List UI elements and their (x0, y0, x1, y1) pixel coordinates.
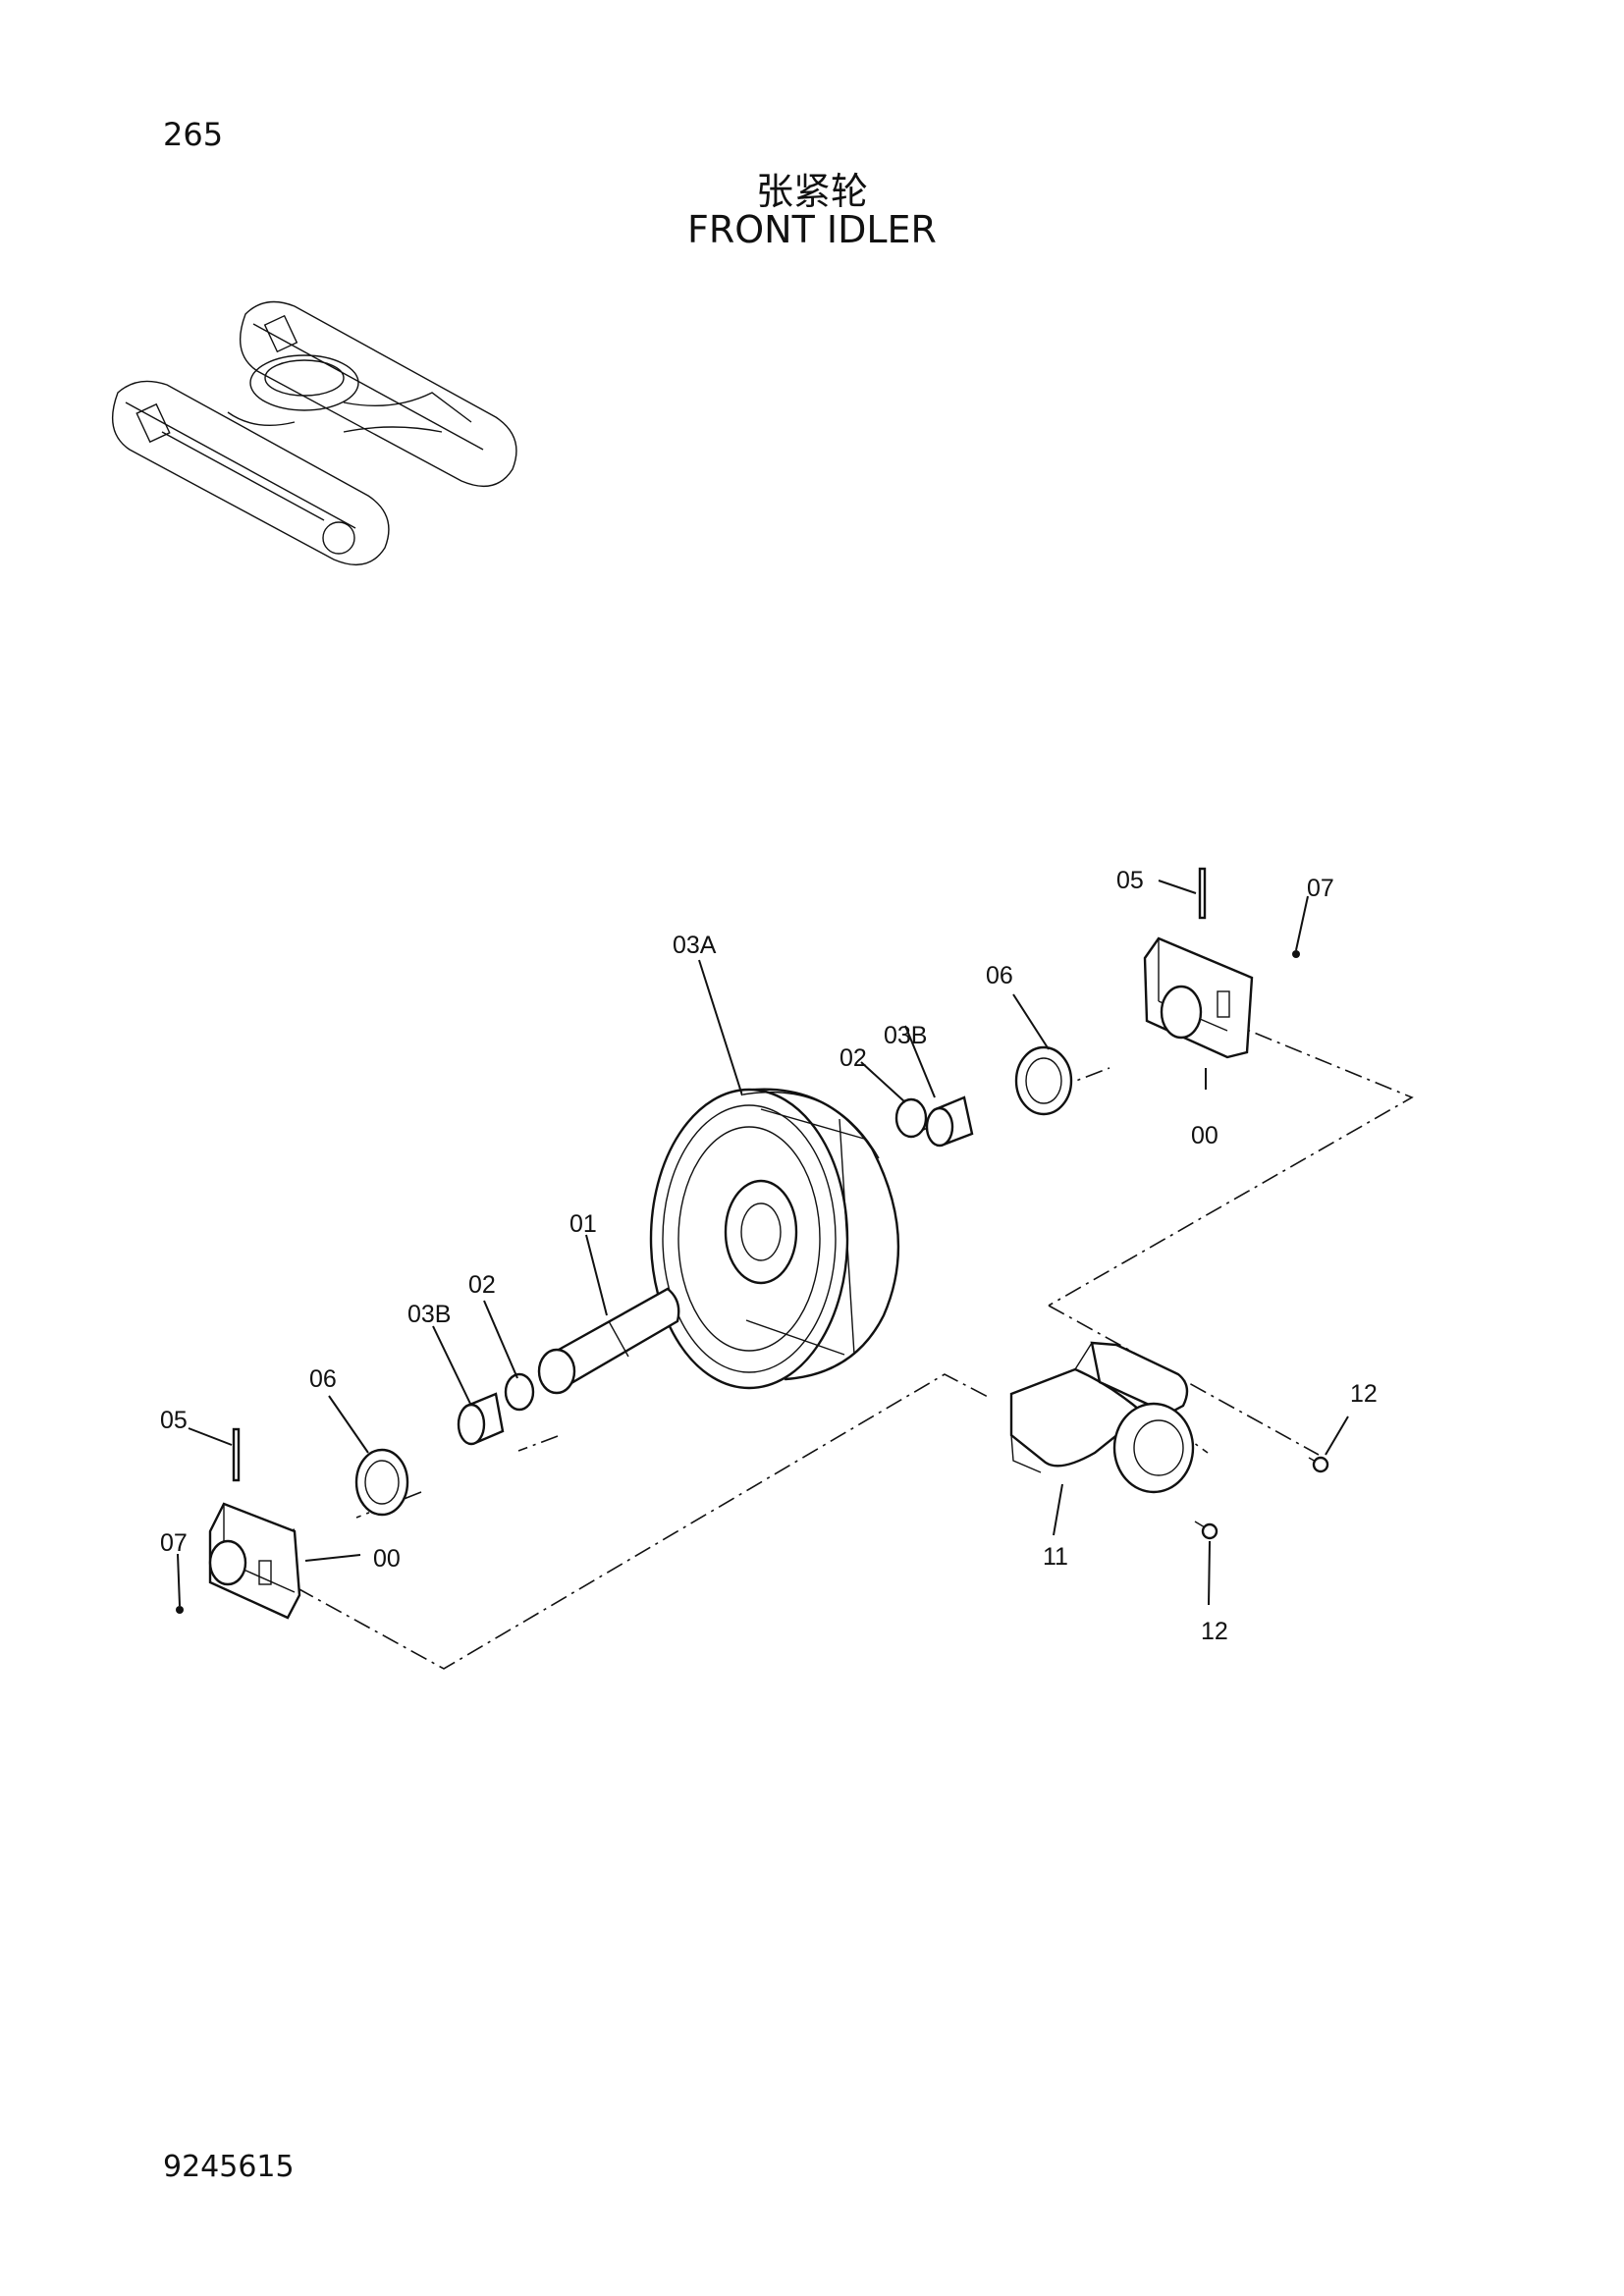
callout-05-left: 05 (160, 1407, 188, 1434)
callout-03B-right: 03B (884, 1022, 927, 1049)
callout-00-right: 00 (1191, 1122, 1218, 1149)
bolt-bottom (1194, 1521, 1218, 1540)
support-block-right (1143, 936, 1254, 1059)
o-ring-right (894, 1097, 928, 1139)
undercarriage-overview-illustration (111, 300, 517, 566)
callout-01: 01 (569, 1210, 597, 1238)
callout-06-left: 06 (309, 1365, 337, 1393)
callout-11: 11 (1043, 1543, 1068, 1571)
shaft-part (537, 1287, 680, 1395)
callout-05-right: 05 (1116, 867, 1144, 894)
document-number: 9245615 (163, 2150, 295, 2184)
callout-07-left: 07 (160, 1529, 188, 1557)
pin-right (1198, 867, 1207, 920)
floating-seal-left (354, 1448, 409, 1517)
title-english: FRONT IDLER (687, 208, 937, 251)
floating-seal-right (1014, 1045, 1073, 1116)
callout-07-right: 07 (1307, 875, 1334, 902)
support-block-left (208, 1502, 301, 1620)
bolt-top (1308, 1456, 1329, 1473)
leader-lines (177, 880, 1349, 1607)
grease-nipple-left (176, 1606, 184, 1614)
callout-02-left: 02 (468, 1271, 496, 1299)
callout-12-top: 12 (1350, 1380, 1378, 1408)
callout-12-bottom: 12 (1201, 1618, 1228, 1645)
o-ring-left (504, 1372, 535, 1412)
bushing-right (925, 1095, 974, 1148)
page-number: 265 (163, 116, 224, 153)
callout-03A: 03A (673, 932, 717, 959)
title-chinese: 张紧轮 (755, 170, 868, 213)
callout-02-right: 02 (839, 1044, 867, 1072)
callout-06-right: 06 (986, 962, 1013, 989)
callout-03B-left: 03B (407, 1301, 451, 1328)
grease-nipple-right (1292, 950, 1300, 958)
pin-left (232, 1427, 241, 1482)
bushing-left (457, 1392, 505, 1446)
idler-yoke-part (1009, 1341, 1195, 1494)
callout-00-left: 00 (373, 1545, 401, 1573)
idler-wheel-part (649, 1088, 900, 1390)
